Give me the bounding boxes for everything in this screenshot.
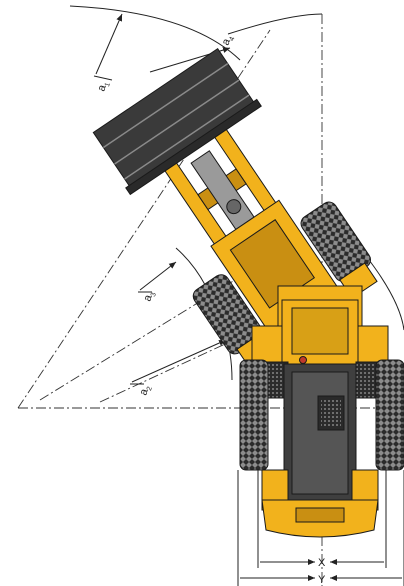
svg-text:a2: a2	[137, 384, 153, 398]
svg-text:a3: a3	[141, 290, 157, 304]
svg-text:a1: a1	[95, 80, 111, 94]
width-dimension-y: Y	[237, 470, 404, 586]
label-a2: a2	[137, 384, 153, 398]
rear-frame	[239, 285, 404, 538]
rear-tire-left	[239, 359, 269, 471]
label-a4: a4	[220, 33, 237, 48]
width-dimension-x: X	[257, 470, 387, 569]
rear-tire-right	[375, 359, 404, 471]
label-a3: a3	[141, 290, 157, 304]
svg-text:a4: a4	[220, 33, 237, 48]
label-y: Y	[318, 574, 326, 586]
label-x: X	[318, 557, 326, 569]
label-a1: a1	[95, 80, 111, 94]
bucket	[92, 47, 262, 196]
